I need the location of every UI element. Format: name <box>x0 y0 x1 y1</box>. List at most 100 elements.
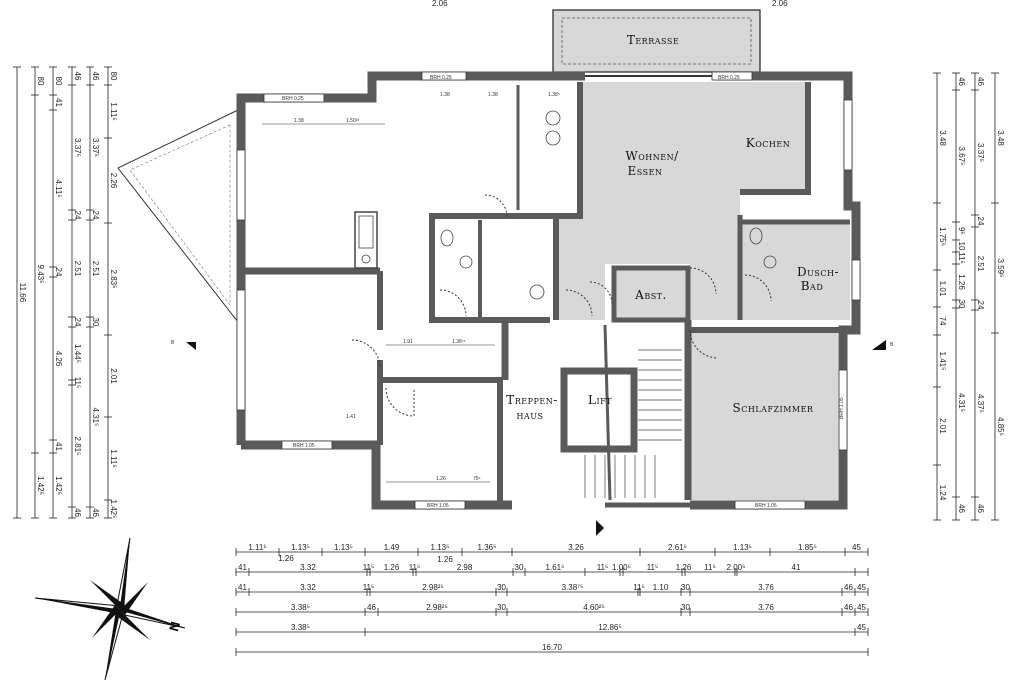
inner-dim: 1.38⁵ <box>548 92 560 98</box>
right-dim-label: 3.59⁵ <box>996 259 1005 278</box>
room-label-wohnen: Wohnen/ <box>625 149 679 163</box>
left-dim-label: 24 <box>54 268 63 277</box>
bottom-dim-label: 2.98²⁵ <box>422 583 444 592</box>
right-dim-label: 46 <box>957 504 966 513</box>
room-label-abst: Abst. <box>634 288 667 302</box>
left-dim-label: 1.44⁵ <box>73 344 82 363</box>
left-dim-label: 41 <box>54 98 63 107</box>
bottom-dim-label: 11⁵ <box>647 563 659 572</box>
right-dim-label: 1.01 <box>938 281 947 297</box>
left-dim-label: 41 <box>54 442 63 451</box>
section-marker-left: B <box>171 340 175 346</box>
bottom-dim-label: 11⁵ <box>363 583 375 592</box>
bottom-dim-label: 11⁵ <box>409 563 421 572</box>
left-dim-label: 11.66 <box>18 283 27 303</box>
bottom-dim-label: 1.36⁵ <box>478 543 497 552</box>
bottom-dim-label: 30 <box>497 603 506 612</box>
inner-dim: 75⁵ <box>473 476 481 482</box>
right-dim-label: 3.48 <box>996 130 1005 146</box>
right-dim-label: 2.01 <box>938 418 947 434</box>
window-label: BRH 1.05 <box>839 397 845 419</box>
inner-dim: 1.91 <box>403 339 413 345</box>
inner-dim: 1.38 <box>440 92 450 98</box>
left-dim-label: 11⁵ <box>73 377 82 389</box>
bottom-dim-label: 1.85⁵ <box>798 543 817 552</box>
right-dim-label: 4.85⁵ <box>996 417 1005 436</box>
bottom-dim-label: 1.13⁵ <box>733 543 752 552</box>
inner-dim: 1.41 <box>346 414 356 420</box>
room-label-haus: haus <box>517 408 544 422</box>
section-marker-arrow-right <box>872 340 886 350</box>
left-dim-label: 1.42⁵ <box>54 476 63 495</box>
bottom-dim-label: 1.10 <box>653 583 669 592</box>
right-dim-label: 4.37⁵ <box>976 394 985 413</box>
window <box>843 99 853 171</box>
room-label-lift: Lift <box>588 393 612 407</box>
left-dim-label: 2.83⁵ <box>109 270 118 289</box>
right-dim-label: 4.31⁵ <box>957 393 966 412</box>
window <box>734 500 806 510</box>
left-dim-label: 80 <box>36 77 45 86</box>
bottom-dim-label: 1.00⁵ <box>612 563 631 572</box>
room-wohnen-essen <box>556 82 808 320</box>
inner-dim: 1.38 <box>488 92 498 98</box>
inner-dimensions: 1.38 1.50²⁵ 1.38 1.38 1.38⁵ 1.91 1.38⁷⁵ … <box>262 92 560 483</box>
inner-dim: 1.38 <box>294 118 304 124</box>
balcony-outline <box>117 109 239 324</box>
bottom-dim-label: 41 <box>238 563 247 572</box>
exterior-wall-south-west <box>241 440 512 510</box>
room-label-dusch: Dusch- <box>797 265 839 279</box>
bottom-dim-label: 3.26 <box>568 543 584 552</box>
right-dim-label: 10 <box>957 242 966 251</box>
bottom-dim-label: 16.70 <box>542 643 563 652</box>
right-dim-label: 74 <box>938 317 947 326</box>
bottom-dim-label: 11⁵ <box>597 563 609 572</box>
room-label-bad: Bad <box>801 279 824 293</box>
left-dim-label: 1.11⁵ <box>109 102 118 120</box>
bottom-dim-label: 3.38⁷⁵ <box>562 583 584 592</box>
bottom-dim-label: 1.26 <box>384 563 400 572</box>
window <box>711 71 753 81</box>
bottom-dim-label: 46 <box>844 603 853 612</box>
right-dim-label: 3.37⁵ <box>976 143 985 162</box>
bottom-dim-label: 1.61⁵ <box>546 563 565 572</box>
bottom-dim-label: 11⁵ <box>633 583 645 592</box>
staircase <box>584 349 682 498</box>
room-label-treppen: Treppen- <box>506 393 558 407</box>
balcony-inner-line <box>129 124 231 306</box>
bottom-dim-label: 1.49 <box>384 543 400 552</box>
right-dim-label: 1.26 <box>957 274 966 290</box>
window-label: BRH 0.25 <box>718 75 740 81</box>
entrance-arrow <box>596 520 604 536</box>
bottom-dim-label: 1.13⁵ <box>334 543 353 552</box>
left-dim-label: 46 <box>73 508 82 517</box>
room-label-essen: Essen <box>628 164 663 178</box>
bottom-dim-label: 3.38⁵ <box>291 623 310 632</box>
bottom-dim-label: 3.76 <box>758 603 774 612</box>
bottom-dim-label: 3.32 <box>300 583 316 592</box>
left-dim-label: 1.42⁵ <box>36 476 45 495</box>
bottom-dim-label: 41 <box>792 563 801 572</box>
room-schlafzimmer <box>690 328 838 500</box>
right-dim-label: 46 <box>976 77 985 86</box>
bottom-dim-sublabel: 1.26 <box>278 554 294 563</box>
room-label-kochen: Kochen <box>746 136 790 150</box>
left-dim-label: 46 <box>91 508 100 517</box>
bottom-dim-label: 45 <box>857 603 866 612</box>
bottom-dim-label: 2.00⁵ <box>727 563 746 572</box>
right-dim-label: 1.24 <box>938 485 947 501</box>
room-duschbad <box>740 222 850 320</box>
window <box>236 149 246 221</box>
left-dim-label: 80 <box>109 72 118 81</box>
section-marker-right: B <box>890 342 894 348</box>
room-label-terrasse: Terrasse <box>627 33 679 47</box>
left-dim-label: 46 <box>91 72 100 81</box>
window-label: BRH 1.05 <box>293 443 315 449</box>
compass-rose <box>34 537 186 681</box>
bottom-dim-label: 1.13⁵ <box>431 543 450 552</box>
right-dim-label: 46 <box>957 77 966 86</box>
bottom-dim-label: 12.86⁵ <box>598 623 621 632</box>
bottom-dim-label: 2.98 <box>457 563 473 572</box>
room-label-schlafzimmer: Schlafzimmer <box>733 401 814 415</box>
